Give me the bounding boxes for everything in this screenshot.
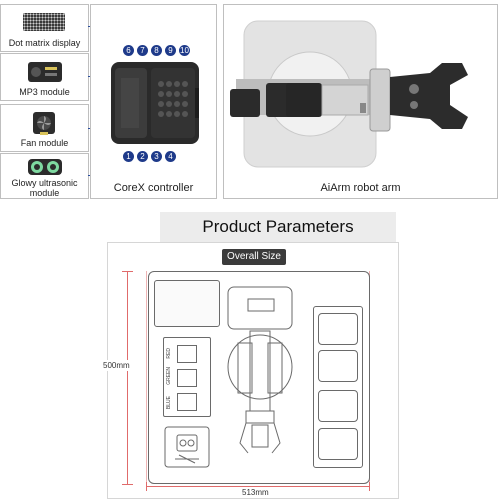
board-sensor-icon (164, 426, 210, 468)
width-dimension-guide (146, 271, 147, 484)
slot-label: BLUE (166, 396, 172, 410)
color-slot (177, 369, 197, 387)
port-badge: 3 (151, 151, 162, 162)
module-tile-fan: Fan module (0, 104, 89, 152)
arm-caption: AiArm robot arm (320, 182, 401, 194)
dot-matrix-icon (23, 13, 65, 31)
module-label: Dot matrix display (8, 38, 81, 48)
controller-device-icon (111, 62, 199, 144)
height-dimension-tick (122, 271, 133, 272)
board-arm-drawing (227, 286, 293, 454)
module-tile-ultrasonic: Glowy ultrasonic module (0, 153, 89, 199)
controller-panel: 6 7 8 9 10 1 2 3 4 CoreX controller (90, 4, 217, 199)
fan-module-icon (33, 112, 55, 135)
width-dimension-line (146, 486, 369, 487)
side-module-stack (313, 306, 363, 468)
port-badge: 8 (151, 45, 162, 56)
controller-caption: CoreX controller (113, 182, 194, 194)
port-badge: 2 (137, 151, 148, 162)
height-dimension-tick (122, 484, 133, 485)
side-module (318, 350, 358, 382)
port-badge: 4 (165, 151, 176, 162)
port-badge: 6 (123, 45, 134, 56)
slot-label: RED (166, 348, 172, 359)
port-badge: 7 (137, 45, 148, 56)
height-dimension-line (127, 271, 128, 484)
section-title: Product Parameters (160, 212, 396, 242)
width-dimension-tick (146, 482, 147, 491)
mp3-module-icon (28, 62, 62, 82)
module-tile-mp3: MP3 module (0, 53, 89, 101)
width-label: 513mm (242, 488, 269, 497)
ultrasonic-icon (28, 159, 62, 175)
module-label: Fan module (20, 138, 69, 148)
screen-module (154, 280, 220, 327)
port-badge: 10 (179, 45, 190, 56)
color-slot (177, 393, 197, 411)
module-label: Glowy ultrasonic module (11, 178, 78, 198)
module-label: MP3 module (19, 87, 70, 97)
side-module (318, 390, 358, 422)
height-label: 500mm (103, 360, 130, 371)
robot-arm-icon (230, 20, 468, 168)
side-module (318, 428, 358, 460)
overall-size-badge: Overall Size (222, 249, 286, 265)
port-badge: 1 (123, 151, 134, 162)
port-badge: 9 (165, 45, 176, 56)
width-dimension-tick (369, 482, 370, 491)
module-tile-dot-matrix: Dot matrix display (0, 4, 89, 52)
color-slot (177, 345, 197, 363)
board-outline (148, 271, 370, 484)
arm-panel: AiArm robot arm (223, 4, 498, 199)
side-module (318, 313, 358, 345)
color-slot-panel (163, 337, 211, 417)
slot-label: GREEN (166, 367, 172, 385)
